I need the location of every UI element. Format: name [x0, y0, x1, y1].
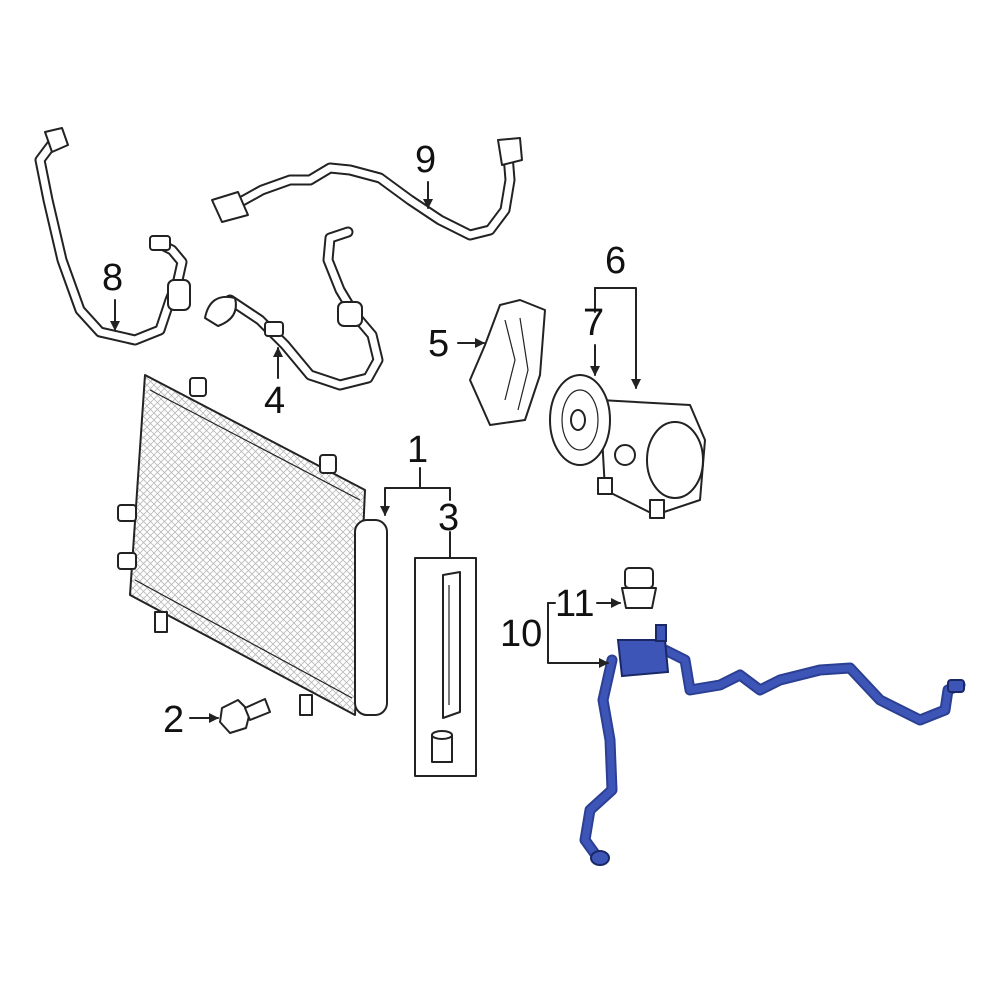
pressure-switch-part-11[interactable] [621, 567, 657, 609]
callout-6: 6 [605, 240, 626, 282]
callout-9: 9 [415, 139, 436, 181]
callout-2: 2 [163, 699, 184, 741]
clutch-part-7[interactable] [549, 374, 611, 466]
callout-4: 4 [264, 380, 285, 422]
callout-5: 5 [428, 323, 449, 365]
compressor-part-6[interactable] [597, 399, 706, 519]
hose-part-4[interactable] [204, 226, 384, 391]
filter-kit-part-3[interactable] [414, 557, 477, 777]
hose-part-9[interactable] [211, 137, 523, 241]
bolt-part-2[interactable] [219, 698, 271, 734]
callout-8: 8 [102, 257, 123, 299]
condenser-part-1[interactable] [117, 374, 388, 716]
callout-11: 11 [555, 583, 594, 625]
leader-lines [110, 181, 641, 723]
callout-labels: 8 9 4 5 6 7 1 3 2 10 11 [102, 139, 626, 741]
callout-1: 1 [407, 429, 428, 471]
bracket-part-5[interactable] [469, 299, 546, 426]
callout-3: 3 [438, 497, 459, 539]
hose-part-8[interactable] [34, 127, 191, 346]
callout-7: 7 [583, 302, 604, 344]
tube-assembly-part-10[interactable] [579, 624, 966, 866]
callout-10: 10 [500, 613, 542, 655]
